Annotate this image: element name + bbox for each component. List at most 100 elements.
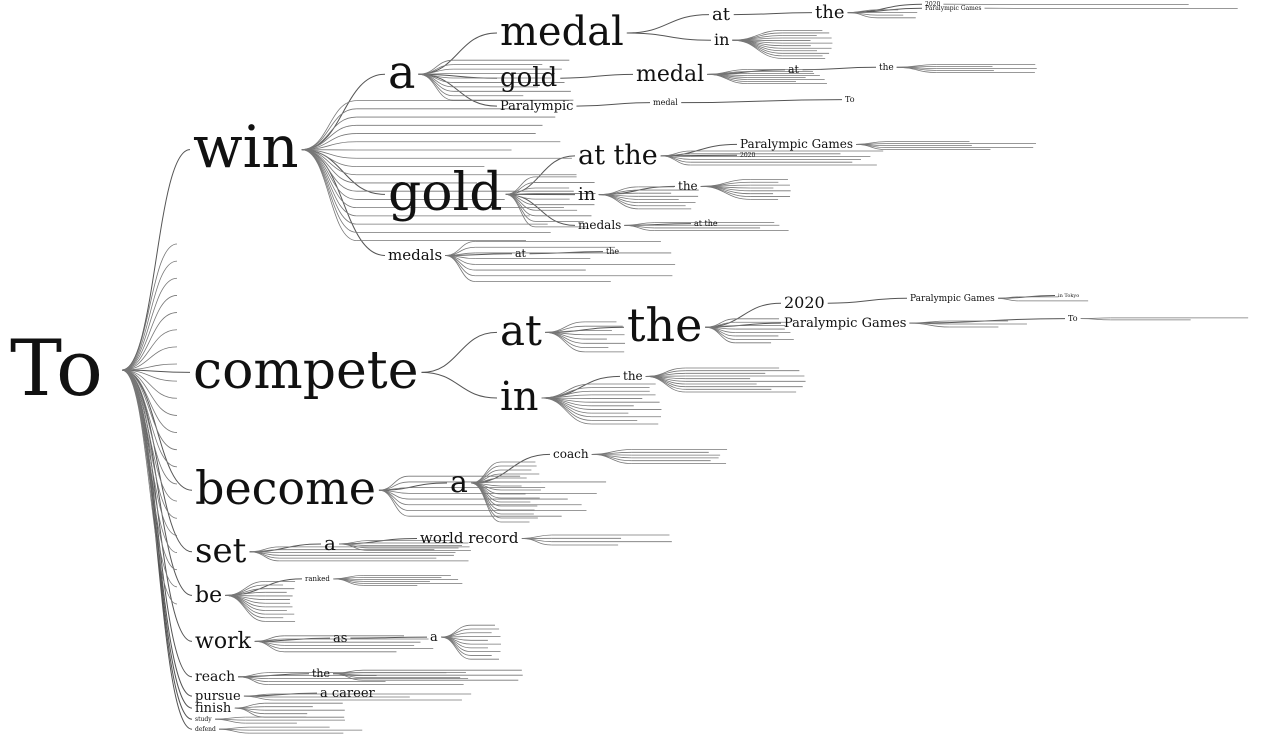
stub-coach	[591, 454, 632, 464]
stub-the3	[700, 186, 751, 200]
word-medal2: medal	[636, 62, 704, 87]
stub-pg3	[998, 297, 1019, 302]
stub-in3	[541, 383, 592, 399]
stub-the7	[333, 673, 364, 681]
word-compete: compete	[193, 341, 418, 401]
stub-win	[301, 108, 357, 150]
edge-medal3-to2	[681, 99, 843, 104]
word-medal1: medal	[500, 9, 624, 55]
word-pursue: pursue	[195, 689, 241, 704]
stub-study	[215, 718, 246, 724]
word-study: study	[195, 716, 212, 723]
stub-defend	[219, 728, 250, 734]
word-y2020b: 2020	[740, 152, 755, 159]
stub-in3	[541, 397, 592, 418]
word-reach: reach	[195, 669, 235, 685]
stub-in2	[598, 194, 639, 210]
edge-root-win	[121, 149, 191, 371]
stub-win	[301, 149, 357, 241]
edge-win-a1	[301, 73, 386, 151]
word-in1: in	[714, 30, 729, 49]
stub-the6	[645, 376, 686, 388]
stub-a2	[470, 482, 502, 511]
edge-para1-medal3	[576, 102, 651, 107]
stub-in3	[541, 397, 592, 425]
stub-root	[121, 369, 178, 588]
stub-a1	[418, 73, 454, 101]
word-at3: at	[515, 247, 527, 260]
stub-set	[249, 551, 280, 562]
word-a1: a	[388, 45, 415, 99]
edge-compete-at4	[421, 331, 498, 373]
edge-a1-medal1	[418, 32, 498, 75]
stub-in3	[541, 390, 592, 399]
word-the2: the	[879, 63, 894, 73]
word-gold1: gold	[500, 63, 557, 93]
stub-reach	[238, 676, 269, 685]
stub-root	[121, 277, 178, 371]
word-coach: coach	[553, 447, 589, 461]
word-medals2: medals	[388, 246, 442, 264]
word-atthe2: at the	[694, 219, 718, 228]
word-pg2: Paralympic Games	[740, 137, 853, 151]
word-career: a career	[320, 686, 376, 701]
edge-root-reach	[121, 369, 193, 678]
stub-to3	[1080, 318, 1111, 321]
stub-win	[301, 133, 357, 150]
word-in2: in	[578, 184, 596, 205]
word-to2: To	[845, 95, 855, 104]
stub-the6	[645, 376, 686, 393]
stub-become	[378, 489, 410, 517]
edge-y2020c-pg3	[827, 297, 908, 304]
word-set: set	[195, 531, 247, 571]
word-gold2: gold	[388, 163, 503, 223]
stub-at4	[545, 332, 586, 353]
word-ranked: ranked	[305, 575, 330, 583]
stub-win	[301, 116, 357, 150]
stub-medals2	[445, 255, 476, 282]
root-word: To	[10, 324, 103, 414]
stub-root	[121, 243, 178, 371]
word-in3: in	[500, 374, 539, 420]
word-para1: Paralympic	[500, 99, 573, 114]
edge-compete-in3	[421, 371, 498, 399]
stub-root	[121, 369, 178, 605]
edge-win-medals2	[301, 149, 386, 256]
edge-gold1-medal2	[560, 73, 634, 79]
word-at4: at	[500, 306, 542, 355]
stub-root	[121, 369, 178, 553]
word-at2: at	[788, 63, 800, 76]
word-medal3: medal	[653, 98, 678, 107]
word-wr: world record	[420, 529, 519, 547]
stub-a2	[470, 482, 502, 523]
word-work: work	[195, 629, 252, 654]
edge-medal1-at1	[626, 14, 710, 34]
stub-the1	[847, 12, 878, 19]
word-pg4: Paralympic Games	[784, 316, 906, 331]
stub-a4	[440, 636, 472, 660]
stub-root	[121, 369, 178, 571]
stub-root	[121, 260, 178, 371]
stub-root	[121, 346, 178, 371]
stub-root	[121, 295, 178, 371]
word-y2020c: 2020	[784, 293, 825, 312]
word-defend: defend	[195, 726, 216, 733]
stub-pursue	[243, 695, 274, 701]
stub-win	[301, 149, 357, 225]
edge-medal1-in1	[626, 32, 712, 41]
stub-root	[121, 369, 178, 399]
word-a2: a	[450, 465, 468, 500]
stub-a4	[440, 636, 472, 653]
word-the5: the	[627, 298, 702, 352]
stub-pg4	[909, 322, 950, 328]
word-the3: the	[678, 179, 698, 193]
word-pg1: Paralympic Games	[925, 5, 982, 12]
edge-root-finish	[121, 369, 193, 709]
stub-in3	[541, 394, 592, 399]
tree-stubs	[121, 3, 1249, 734]
stub-pg2	[856, 144, 887, 150]
stub-a3	[338, 543, 370, 551]
stub-root	[121, 312, 178, 371]
stub-the2	[896, 66, 937, 73]
stub-be	[225, 591, 266, 596]
